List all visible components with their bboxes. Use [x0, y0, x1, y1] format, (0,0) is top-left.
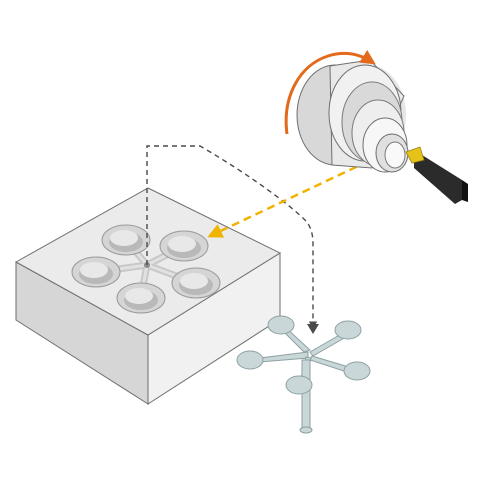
mold-cavity	[159, 230, 209, 262]
arrow-down-icon	[307, 324, 319, 334]
tool-holder	[414, 150, 462, 204]
mold-cavity	[116, 282, 166, 314]
molded-part	[236, 315, 371, 434]
mold-cavity	[101, 224, 151, 256]
cutting-tool	[405, 146, 468, 204]
process-flow-path	[146, 145, 318, 330]
mold-cavity	[71, 256, 121, 288]
curved-arrow-icon	[284, 50, 376, 135]
lathe-spindle	[296, 59, 409, 173]
tool-insert	[405, 146, 425, 164]
mold-cavity	[171, 267, 221, 299]
